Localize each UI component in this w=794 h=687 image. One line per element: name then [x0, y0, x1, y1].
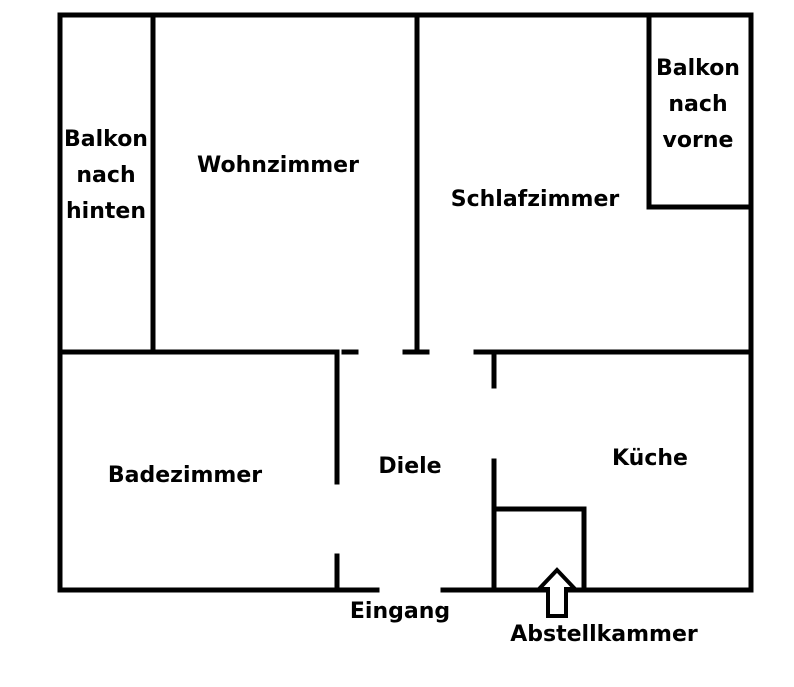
balkon-vorne-line-2: nach [668, 92, 728, 117]
room-label-balkon-hinten: Balkon nach hinten [56, 122, 156, 230]
room-label-schlafzimmer: Schlafzimmer [450, 187, 620, 212]
room-label-wohnzimmer: Wohnzimmer [197, 153, 359, 178]
balkon-hinten-line-2: nach [76, 163, 136, 188]
balkon-vorne-line-1: Balkon [656, 56, 740, 81]
label-eingang: Eingang [349, 599, 451, 624]
balkon-vorne-line-3: vorne [662, 128, 734, 153]
room-label-badezimmer: Badezimmer [107, 463, 263, 488]
room-label-kueche: Küche [612, 446, 688, 471]
room-label-diele: Diele [378, 454, 442, 479]
room-label-balkon-vorne: Balkon nach vorne [648, 51, 748, 159]
abstellkammer-arrow-icon [534, 567, 580, 618]
label-abstellkammer: Abstellkammer [510, 622, 698, 647]
balkon-hinten-line-3: hinten [66, 199, 146, 224]
balkon-hinten-line-1: Balkon [64, 127, 148, 152]
